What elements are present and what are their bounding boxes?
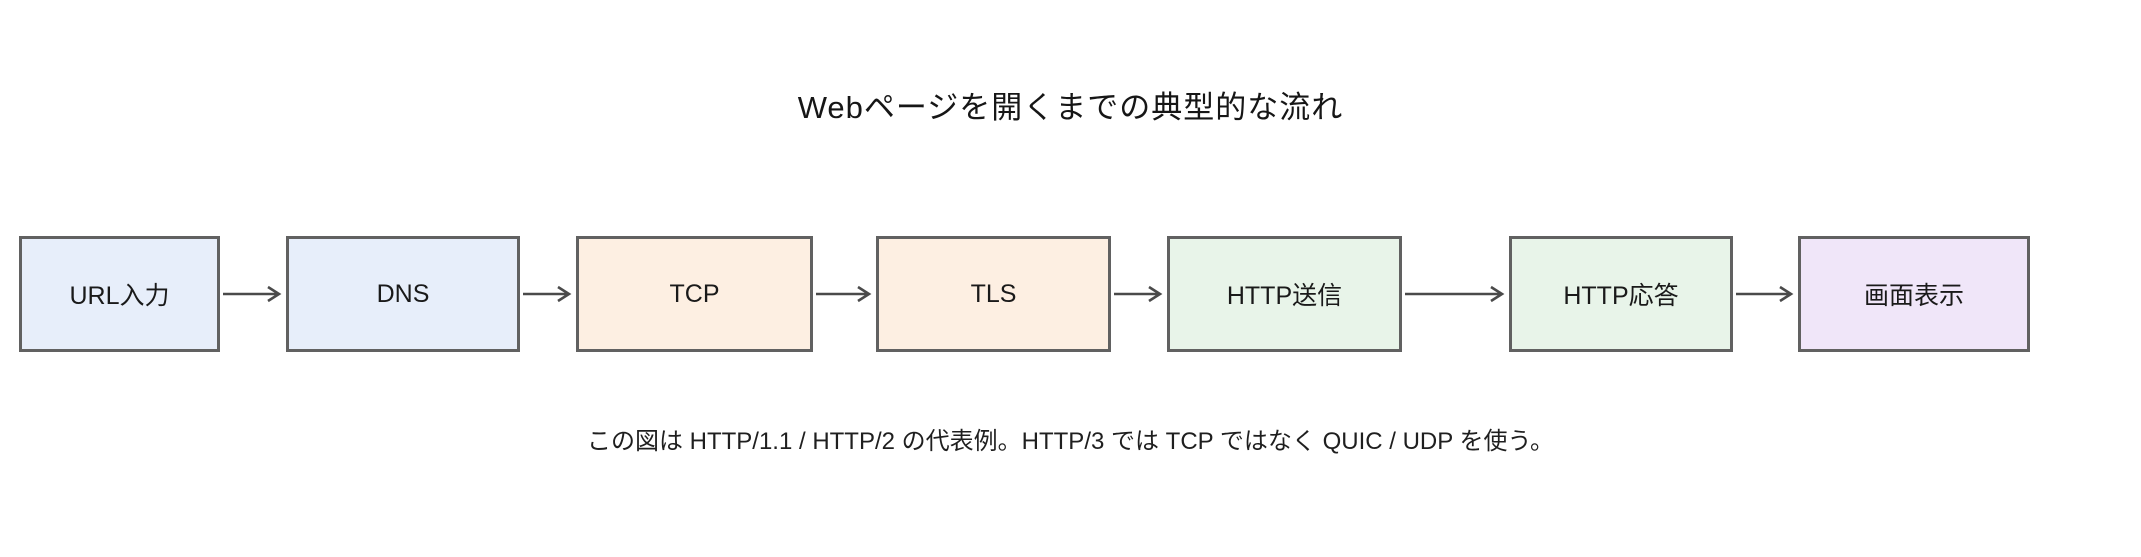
flow-node-screen-display: 画面表示 bbox=[1798, 236, 2030, 352]
diagram-note: この図は HTTP/1.1 / HTTP/2 の代表例。HTTP/3 では TC… bbox=[586, 428, 1555, 455]
flow-node-tcp: TCP bbox=[576, 236, 813, 352]
diagram-title: Webページを開くまでの典型的な流れ bbox=[797, 90, 1344, 125]
flow-node-http-response: HTTP応答 bbox=[1509, 236, 1733, 352]
right-arrow-icon bbox=[1114, 285, 1163, 303]
flow-node-label: TCP bbox=[669, 279, 720, 308]
flow-node-label: HTTP送信 bbox=[1226, 282, 1343, 310]
flow-node-url-input: URL入力 bbox=[19, 236, 220, 352]
flow-node-tls: TLS bbox=[876, 236, 1111, 352]
flow-node-http-send: HTTP送信 bbox=[1167, 236, 1402, 352]
flow-node-label: TLS bbox=[970, 279, 1017, 308]
flow-node-label: 画面表示 bbox=[1863, 282, 1964, 310]
right-arrow-icon bbox=[1736, 285, 1794, 303]
flow-node-label: HTTP応答 bbox=[1563, 282, 1679, 310]
flow-node-label: URL入力 bbox=[69, 282, 170, 310]
flow-node-label: DNS bbox=[376, 279, 430, 308]
right-arrow-icon bbox=[223, 285, 282, 303]
flow-node-dns: DNS bbox=[286, 236, 520, 352]
right-arrow-icon bbox=[816, 285, 872, 303]
right-arrow-icon bbox=[523, 285, 572, 303]
right-arrow-icon bbox=[1405, 285, 1505, 303]
